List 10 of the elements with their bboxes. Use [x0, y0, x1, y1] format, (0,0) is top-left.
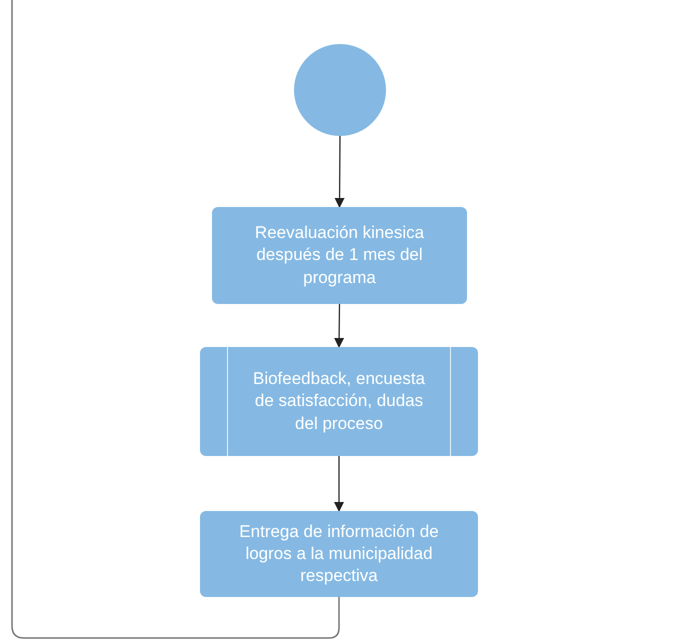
box-label: Biofeedback, encuesta de satisfacción, dudas del proceso: [252, 368, 426, 435]
arrow: [334, 456, 344, 512]
process-box: [200, 511, 478, 597]
box-label: Reevaluación kinesica después de 1 mes del programa: [254, 222, 426, 289]
subprocess-box: [200, 347, 478, 456]
arrow: [334, 304, 344, 348]
arrow: [334, 136, 345, 208]
process-box: [212, 207, 467, 304]
connector-line: [11, 0, 340, 639]
box-label: Entrega de información de logros a la municipalidad respectiva: [238, 520, 440, 588]
